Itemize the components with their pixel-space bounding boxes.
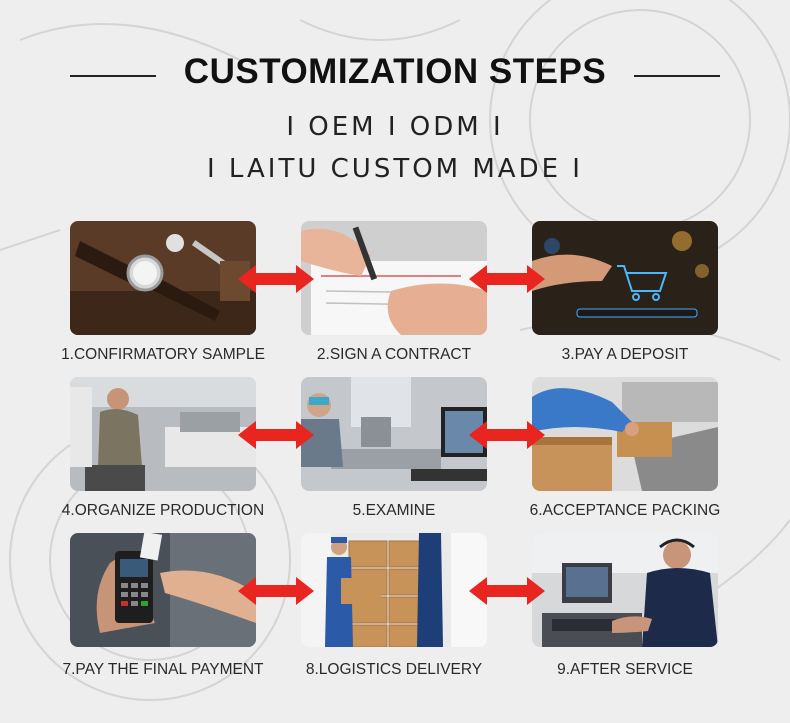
step-3-image — [532, 221, 718, 335]
step-8-image — [301, 533, 487, 647]
step-7-label: 7.PAY THE FINAL PAYMENT — [62, 661, 264, 678]
step-4-image — [70, 377, 256, 491]
page-title: CUSTOMIZATION STEPS — [183, 52, 607, 91]
title-divider-right — [634, 75, 720, 77]
step-4-label: 4.ORGANIZE PRODUCTION — [61, 502, 265, 519]
title-divider-left — [70, 75, 156, 77]
arrow-double-4-5-icon — [238, 421, 314, 449]
arrow-double-8-9-icon — [469, 577, 545, 605]
step-7-image — [70, 533, 256, 647]
step-3-label: 3.PAY A DEPOSIT — [561, 346, 689, 363]
step-9-image — [532, 533, 718, 647]
arrow-double-1-2-icon — [238, 265, 314, 293]
step-5-label: 5.EXAMINE — [352, 502, 436, 519]
step-8-label: 8.LOGISTICS DELIVERY — [305, 661, 483, 678]
step-5-image — [301, 377, 487, 491]
step-6-label: 6.ACCEPTANCE PACKING — [529, 502, 721, 519]
step-1-image — [70, 221, 256, 335]
step-9-label: 9.AFTER SERVICE — [557, 661, 693, 678]
header: CUSTOMIZATION STEPS I OEM I ODM I I LAIT… — [0, 0, 790, 210]
step-6-image — [532, 377, 718, 491]
step-2-image — [301, 221, 487, 335]
arrow-double-7-8-icon — [238, 577, 314, 605]
step-1-label: 1.CONFIRMATORY SAMPLE — [61, 346, 265, 363]
subtitle-oem-odm: I OEM I ODM I — [286, 112, 504, 142]
arrow-double-5-6-icon — [469, 421, 545, 449]
step-2-label: 2.SIGN A CONTRACT — [316, 346, 472, 363]
arrow-double-2-3-icon — [469, 265, 545, 293]
subtitle-custom-made: I LAITU CUSTOM MADE I — [207, 154, 583, 184]
